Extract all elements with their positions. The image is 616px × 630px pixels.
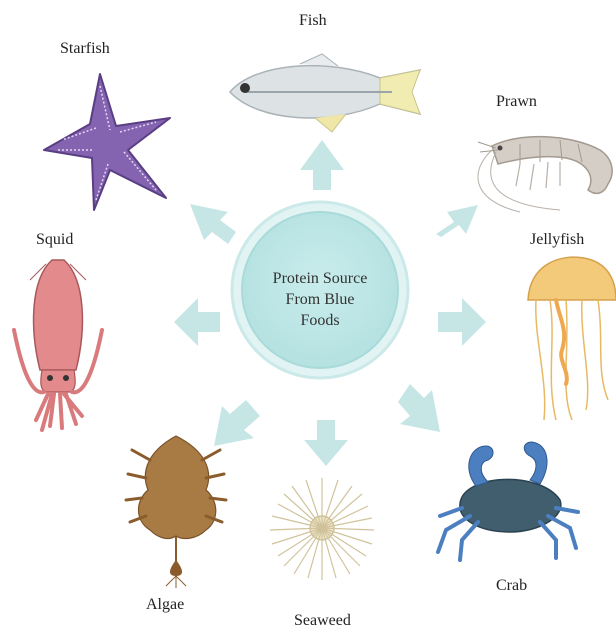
arrow-crab xyxy=(398,384,440,432)
jellyfish-icon xyxy=(528,257,616,420)
label-prawn: Prawn xyxy=(496,93,537,111)
seaweed-icon xyxy=(270,478,374,580)
algae-icon xyxy=(126,436,226,588)
arrow-algae xyxy=(214,400,260,446)
center-label-line-2: From Blue xyxy=(260,289,380,310)
label-algae: Algae xyxy=(146,596,184,614)
arrow-prawn xyxy=(436,205,478,237)
label-fish: Fish xyxy=(299,12,327,30)
squid-icon xyxy=(14,260,102,430)
starfish-icon xyxy=(44,74,170,210)
label-squid: Squid xyxy=(36,231,73,249)
center-label-line-3: Foods xyxy=(260,310,380,331)
crab-icon xyxy=(438,442,578,560)
arrow-fish xyxy=(300,140,344,190)
label-starfish: Starfish xyxy=(60,40,110,58)
arrow-squid xyxy=(174,298,220,346)
arrow-jellyfish xyxy=(438,298,486,346)
fish-icon xyxy=(230,54,420,132)
center-label: Protein Source From Blue Foods xyxy=(260,268,380,331)
label-crab: Crab xyxy=(496,577,527,595)
arrow-seaweed xyxy=(304,420,348,466)
label-jellyfish: Jellyfish xyxy=(530,231,584,249)
prawn-icon xyxy=(478,137,612,212)
arrow-starfish xyxy=(190,204,236,244)
label-seaweed: Seaweed xyxy=(294,612,351,630)
center-label-line-1: Protein Source xyxy=(260,268,380,289)
